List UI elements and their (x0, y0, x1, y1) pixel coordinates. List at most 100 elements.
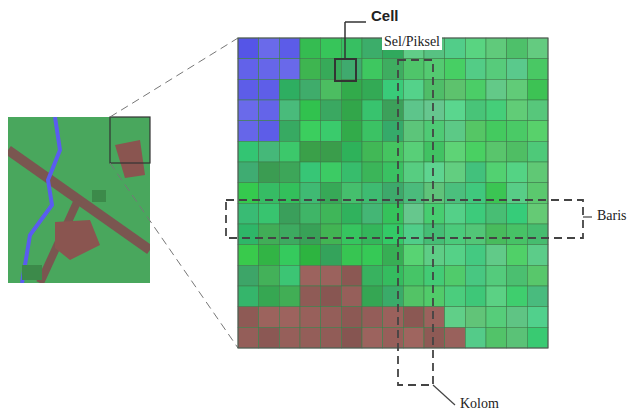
raster-cell (238, 203, 259, 224)
raster-cell (486, 100, 507, 121)
raster-cell (259, 121, 280, 142)
raster-cell (321, 121, 342, 142)
raster-cell (486, 307, 507, 328)
raster-cell (321, 38, 342, 59)
raster-cell (341, 121, 362, 142)
raster-cell (362, 245, 383, 266)
raster-cell (259, 141, 280, 162)
raster-cell (445, 224, 466, 245)
raster-cell (300, 286, 321, 307)
raster-cell (300, 100, 321, 121)
raster-cell (300, 59, 321, 80)
raster-cell (507, 245, 528, 266)
raster-cell (362, 59, 383, 80)
raster-cell (465, 162, 486, 183)
raster-cell (527, 59, 548, 80)
raster-cell (424, 59, 445, 80)
raster-cell (321, 286, 342, 307)
raster-cell (362, 121, 383, 142)
raster-cell (486, 121, 507, 142)
raster-cell (341, 327, 362, 348)
raster-cell (527, 162, 548, 183)
raster-cell (424, 141, 445, 162)
raster-cell (465, 327, 486, 348)
raster-cell (279, 327, 300, 348)
raster-cell (403, 121, 424, 142)
raster-cell (465, 245, 486, 266)
raster-cell (403, 265, 424, 286)
raster-cell (279, 79, 300, 100)
raster-cell (341, 286, 362, 307)
raster-cell (465, 38, 486, 59)
raster-cell (403, 59, 424, 80)
raster-cell (321, 245, 342, 266)
raster-cell (259, 245, 280, 266)
raster-cell (279, 245, 300, 266)
raster-cell (259, 162, 280, 183)
raster-cell (507, 100, 528, 121)
raster-cell (403, 203, 424, 224)
raster-cell (465, 59, 486, 80)
raster-cell (238, 245, 259, 266)
raster-cell (527, 224, 548, 245)
raster-cell (465, 100, 486, 121)
raster-cell (383, 100, 404, 121)
raster-cell (486, 59, 507, 80)
raster-cell (321, 224, 342, 245)
raster-cell (300, 79, 321, 100)
raster-cell (403, 100, 424, 121)
raster-cell (527, 286, 548, 307)
raster-cell (383, 79, 404, 100)
raster-cell (486, 327, 507, 348)
raster-cell (383, 224, 404, 245)
raster-cell (527, 100, 548, 121)
raster-cell (424, 79, 445, 100)
raster-cell (259, 38, 280, 59)
raster-cell (383, 245, 404, 266)
raster-cell (465, 121, 486, 142)
raster-cell (486, 224, 507, 245)
raster-cell (465, 141, 486, 162)
raster-cell (238, 307, 259, 328)
raster-cell (486, 38, 507, 59)
raster-cell (403, 224, 424, 245)
raster-cell (300, 245, 321, 266)
raster-cell (527, 327, 548, 348)
raster-cell (486, 265, 507, 286)
raster-cell (486, 162, 507, 183)
raster-cell (403, 162, 424, 183)
raster-cell (321, 307, 342, 328)
raster-cell (527, 307, 548, 328)
raster-cell (527, 38, 548, 59)
raster-cell (341, 265, 362, 286)
raster-cell (362, 141, 383, 162)
raster-cell (445, 286, 466, 307)
raster-cell (238, 59, 259, 80)
raster-cell (259, 203, 280, 224)
raster-cell (279, 162, 300, 183)
raster-cell (424, 265, 445, 286)
raster-cell (383, 286, 404, 307)
raster-cell (300, 327, 321, 348)
raster-cell (321, 100, 342, 121)
raster-cell (383, 141, 404, 162)
raster-cell (507, 141, 528, 162)
raster-cell (424, 121, 445, 142)
raster-cell (238, 121, 259, 142)
raster-cell (465, 224, 486, 245)
raster-cell (507, 327, 528, 348)
raster-cell (403, 307, 424, 328)
raster-cell (341, 162, 362, 183)
raster-cell (507, 121, 528, 142)
raster-cell (259, 79, 280, 100)
raster-cell (507, 286, 528, 307)
raster-cell (383, 59, 404, 80)
raster-cell (238, 100, 259, 121)
raster-cell (238, 38, 259, 59)
raster-cell (341, 203, 362, 224)
raster-cell (507, 224, 528, 245)
raster-cell (527, 245, 548, 266)
raster-cell (279, 307, 300, 328)
raster-cell (383, 307, 404, 328)
raster-cell (383, 121, 404, 142)
